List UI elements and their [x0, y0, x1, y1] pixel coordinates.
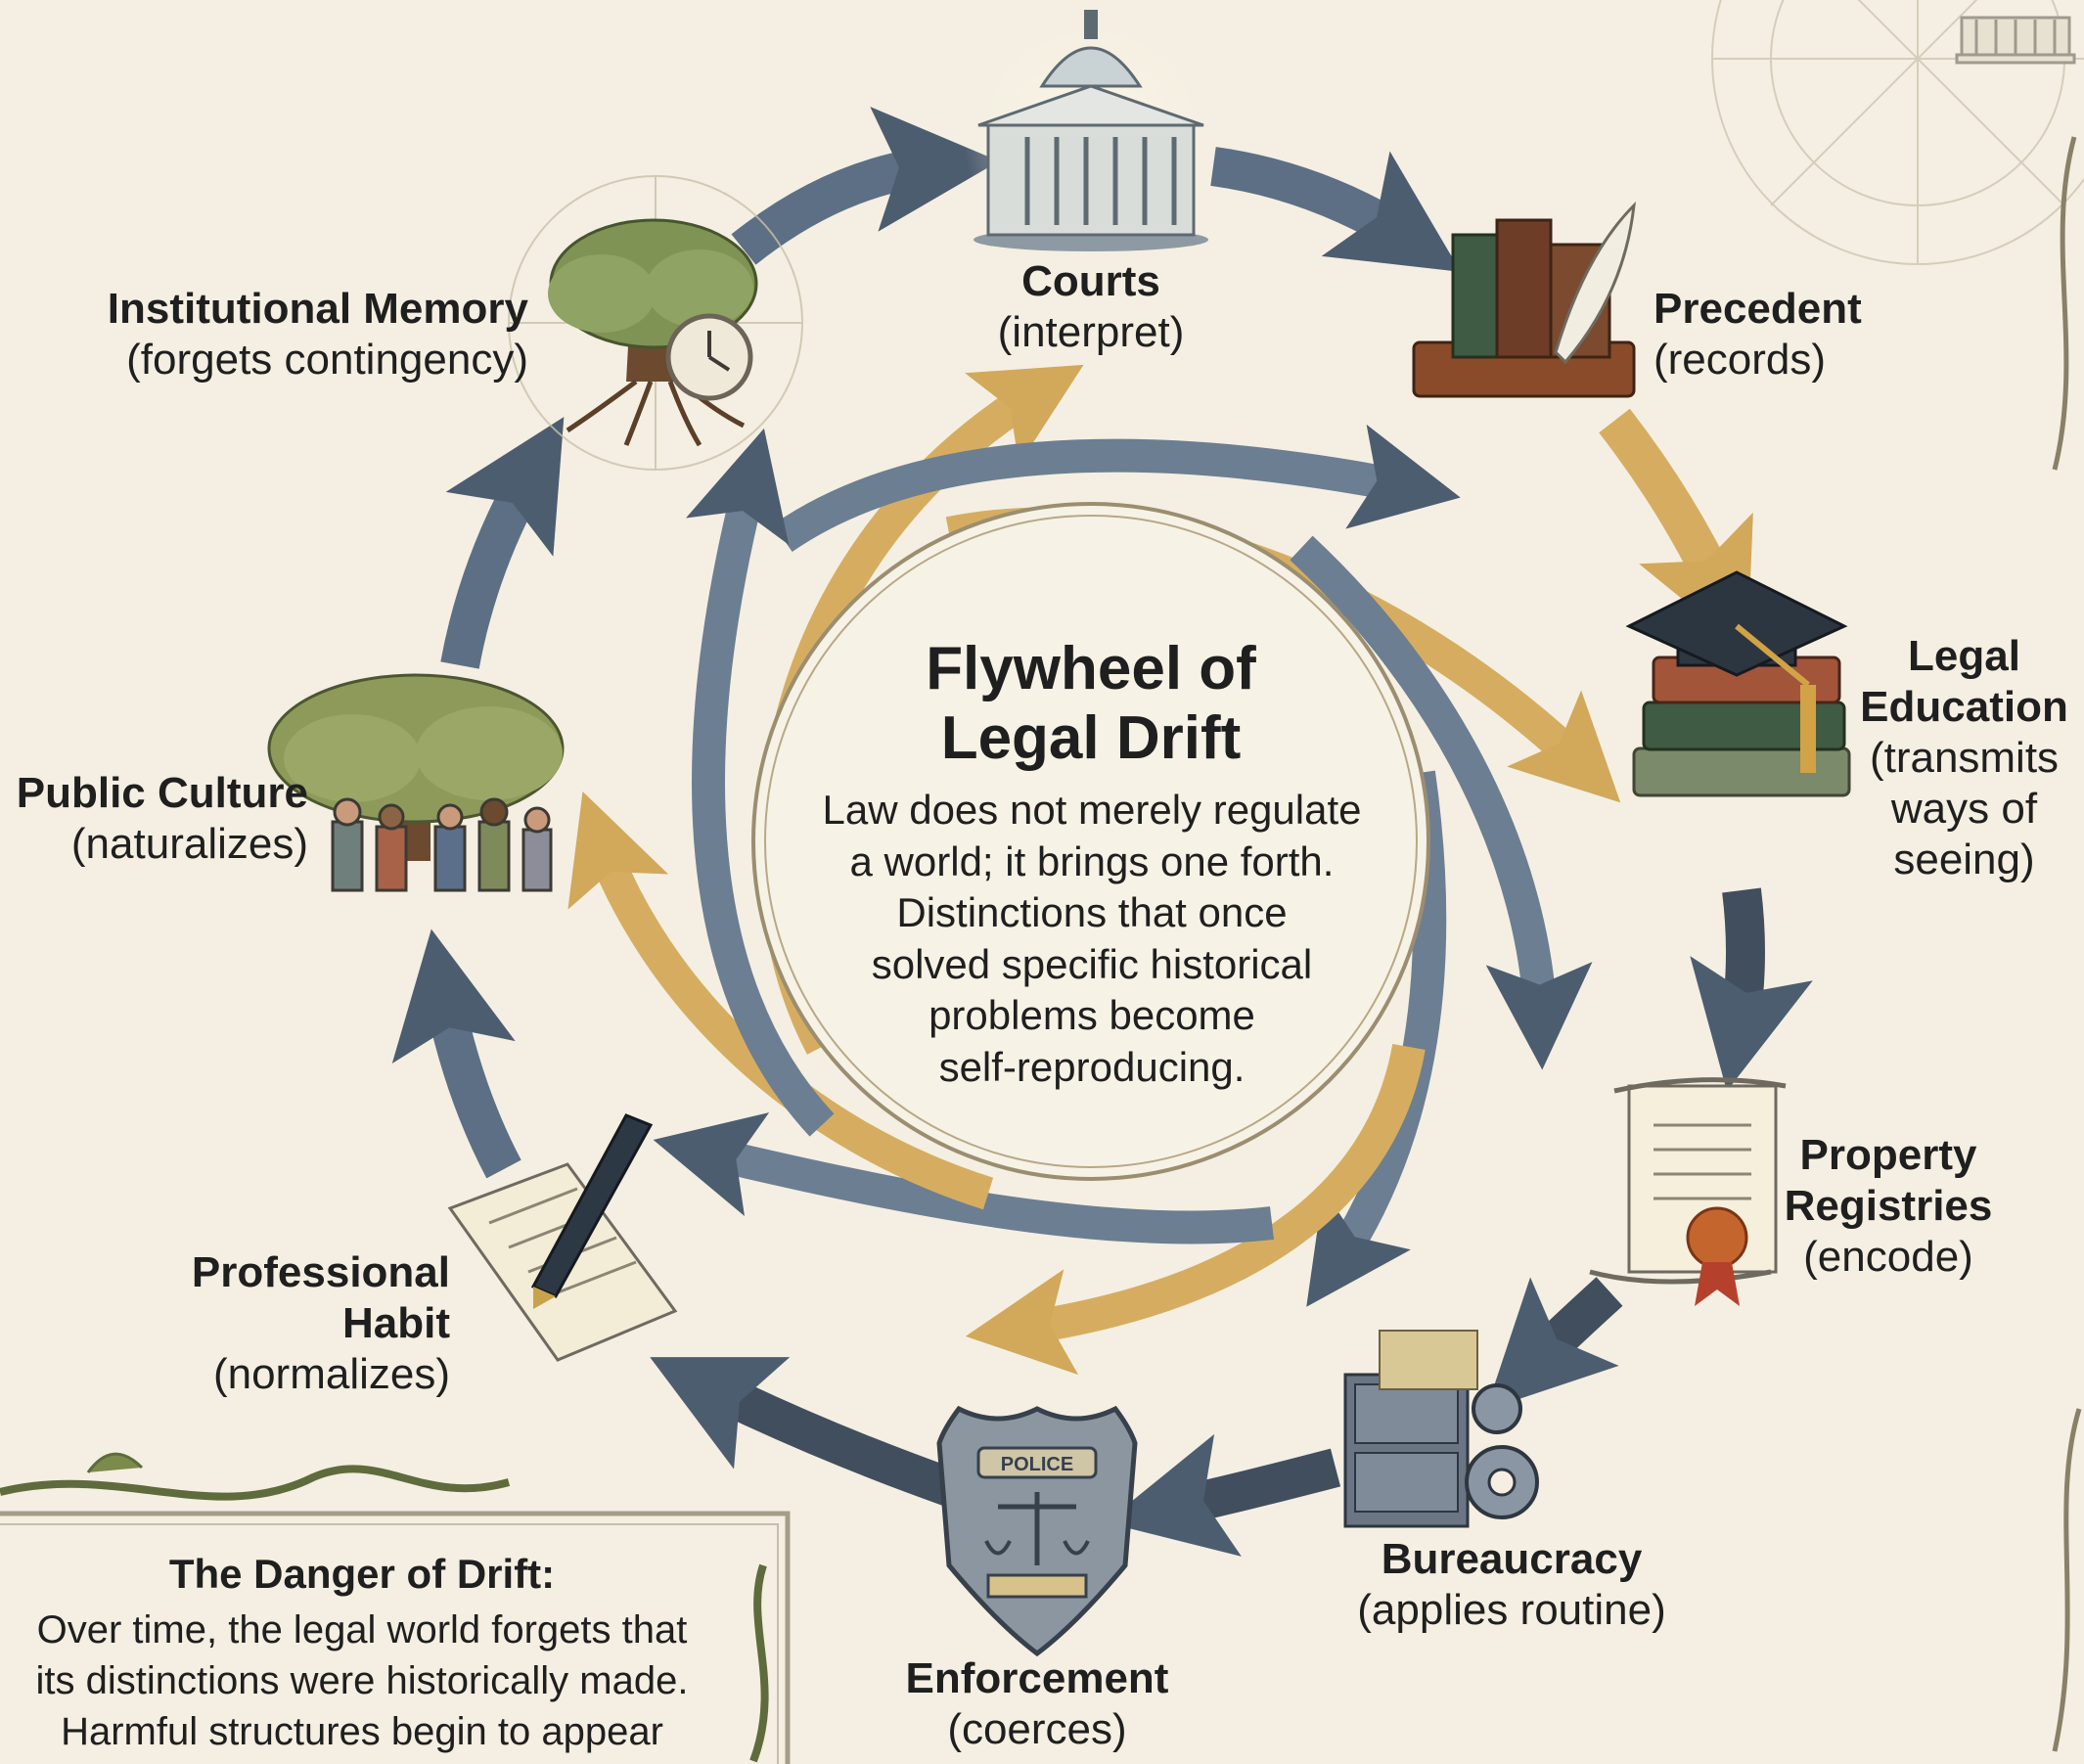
- node-subtitle: (forgets contingency): [126, 335, 528, 384]
- node-title-line-2: Habit: [342, 1298, 450, 1347]
- tree-people-icon: [267, 673, 565, 892]
- node-title-line-2: Education: [1860, 682, 2068, 731]
- swirl-gold-left-up: [567, 791, 994, 1210]
- node-bureaucracy: Bureaucracy (applies routine): [1340, 1534, 1683, 1636]
- danger-body: Over time, the legal world forgets that …: [0, 1605, 724, 1757]
- node-title: Bureaucracy: [1381, 1535, 1643, 1583]
- node-title-line-2: Registries: [1784, 1181, 1993, 1230]
- arrow-education-to-registries: [1690, 887, 1813, 1092]
- danger-line-2: its distinctions were historically made.: [35, 1659, 689, 1702]
- police-badge-icon: POLICE: [936, 1405, 1138, 1657]
- courthouse-icon: [964, 10, 1218, 264]
- diagram-title-line-2: Legal Drift: [940, 704, 1242, 773]
- tree-clock-icon: [508, 175, 803, 471]
- arrow-memory-to-courts: [731, 107, 1000, 265]
- arrow-registries-to-bureaucracy: [1485, 1277, 1623, 1411]
- node-subtitle: (encode): [1803, 1232, 1973, 1281]
- graduation-cap-icon: [1625, 570, 1851, 797]
- node-subtitle: (applies routine): [1357, 1585, 1666, 1634]
- node-subtitle: (coerces): [947, 1704, 1127, 1753]
- node-professional-habit: Professional Habit (normalizes): [176, 1247, 450, 1400]
- danger-box-border: [0, 1452, 791, 1764]
- diagram-title: Flywheel of Legal Drift: [773, 634, 1409, 774]
- node-subtitle-line-3: seeing): [1893, 835, 2035, 883]
- arrow-habit-to-culture: [391, 928, 521, 1179]
- center-circle: [751, 502, 1430, 1181]
- node-title: Public Culture: [16, 769, 308, 817]
- node-title-line-1: Professional: [191, 1248, 450, 1296]
- swirl-slate-right-down: [1290, 535, 1593, 1070]
- node-title: Institutional Memory: [107, 285, 528, 333]
- arrow-enforcement-to-habit: [650, 1357, 956, 1506]
- node-subtitle: (records): [1654, 335, 1827, 384]
- vine-decoration-right: [2052, 136, 2082, 1752]
- description-line-2: a world; it brings one forth.: [849, 837, 1335, 884]
- node-subtitle-line-1: (transmits: [1869, 733, 2060, 782]
- arrow-culture-to-memory: [440, 417, 565, 669]
- badge-text: POLICE: [1001, 1454, 1073, 1475]
- swirl-slate-left-up: [685, 428, 835, 1137]
- description-line-4: solved specific historical: [871, 940, 1313, 987]
- node-subtitle: (interpret): [997, 307, 1185, 356]
- node-institutional-memory: Institutional Memory (forgets contingenc…: [98, 284, 528, 385]
- description-line-5: problems become: [929, 992, 1255, 1038]
- node-property-registries: Property Registries (encode): [1771, 1130, 2006, 1283]
- node-title: Precedent: [1654, 285, 1862, 333]
- node-title-line-1: Property: [1799, 1131, 1977, 1179]
- description-line-1: Law does not merely regulate: [822, 787, 1362, 833]
- diagram-title-line-1: Flywheel of: [926, 635, 1256, 702]
- diagram-description: Law does not merely regulate a world; it…: [791, 785, 1393, 1093]
- arrow-courts-to-precedent: [1210, 147, 1461, 272]
- node-title: Courts: [1021, 257, 1160, 305]
- danger-line-1: Over time, the legal world forgets that: [36, 1608, 688, 1651]
- deed-scroll-icon: [1589, 1077, 1787, 1306]
- description-line-3: Distinctions that once: [896, 889, 1288, 935]
- danger-title: The Danger of Drift:: [168, 1551, 556, 1597]
- node-subtitle: (naturalizes): [70, 819, 308, 868]
- node-subtitle-line-2: ways of: [1890, 784, 2038, 833]
- arrow-precedent-to-education: [1599, 408, 1753, 653]
- description-line-6: self-reproducing.: [938, 1043, 1246, 1090]
- danger-line-3: Harmful structures begin to appear: [61, 1710, 663, 1753]
- node-enforcement: Enforcement (coerces): [881, 1653, 1194, 1755]
- swirl-slate-top-right: [773, 424, 1461, 552]
- node-legal-education: Legal Education (transmits ways of seein…: [1849, 631, 2079, 885]
- node-courts: Courts (interpret): [959, 256, 1223, 358]
- filing-cabinet-gears-icon: [1343, 1330, 1539, 1528]
- outer-ring-arrows: [391, 107, 1813, 1557]
- books-quill-icon: [1412, 201, 1636, 398]
- node-title-line-1: Legal: [1908, 632, 2020, 680]
- pen-notepad-icon: [447, 1113, 678, 1362]
- arrow-bureaucracy-to-enforcement: [1106, 1433, 1341, 1557]
- swirl-gold-bottom-left: [965, 1043, 1426, 1376]
- node-public-culture: Public Culture (naturalizes): [15, 768, 308, 870]
- node-title: Enforcement: [905, 1654, 1169, 1702]
- temple-icon-corner: [1955, 16, 2076, 65]
- swirl-slate-bottom-to-left: [653, 1112, 1274, 1244]
- node-subtitle: (normalizes): [212, 1349, 450, 1398]
- node-precedent: Precedent (records): [1654, 284, 1898, 385]
